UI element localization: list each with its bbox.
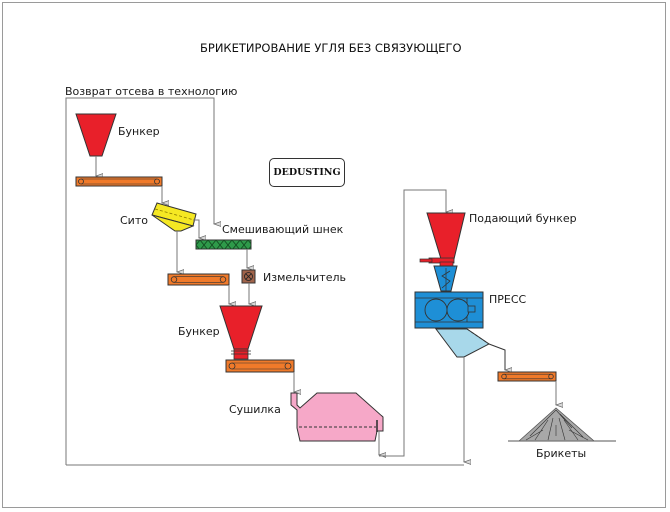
- label-feed-bunker: Подающий бункер: [469, 212, 577, 225]
- conveyor-1: [75, 176, 163, 187]
- mixing-screw: [195, 239, 252, 250]
- sieve: [151, 202, 197, 232]
- dedusting-label: DEDUSTING: [273, 167, 341, 178]
- press-feeder: [433, 265, 458, 292]
- label-mixing-screw: Смешивающий шнек: [222, 223, 344, 236]
- feed-bunker: [419, 212, 466, 267]
- diagram-frame: [2, 2, 666, 508]
- label-briquettes: Брикеты: [536, 447, 587, 460]
- label-press: ПРЕСС: [489, 293, 527, 306]
- label-dryer: Сушилка: [229, 403, 281, 416]
- press: [414, 291, 484, 329]
- diagram-title: БРИКЕТИРОВАНИЕ УГЛЯ БЕЗ СВЯЗУЮЩЕГО: [200, 41, 462, 55]
- press-hopper: [435, 328, 490, 358]
- flow-arrow: [488, 343, 505, 370]
- return-loop-line: [65, 97, 464, 466]
- crusher: [241, 269, 256, 284]
- conveyor-4: [497, 371, 557, 382]
- conveyor-3: [225, 359, 295, 373]
- label-crusher: Измельчитель: [263, 271, 346, 284]
- conveyor-2: [167, 273, 230, 286]
- briquette-pile: [508, 407, 616, 442]
- label-bunker-2: Бункер: [178, 325, 220, 338]
- dedusting-box: DEDUSTING: [269, 158, 345, 187]
- flow-arrow: [193, 219, 199, 238]
- label-bunker-1: Бункер: [118, 125, 160, 138]
- bunker-1: [75, 113, 117, 157]
- dryer: [290, 392, 384, 442]
- dryer-to-feed-line: [379, 189, 446, 457]
- label-sieve: Сито: [120, 214, 148, 227]
- bunker-2: [219, 305, 263, 360]
- label-return: Возврат отсева в технологию: [65, 85, 238, 98]
